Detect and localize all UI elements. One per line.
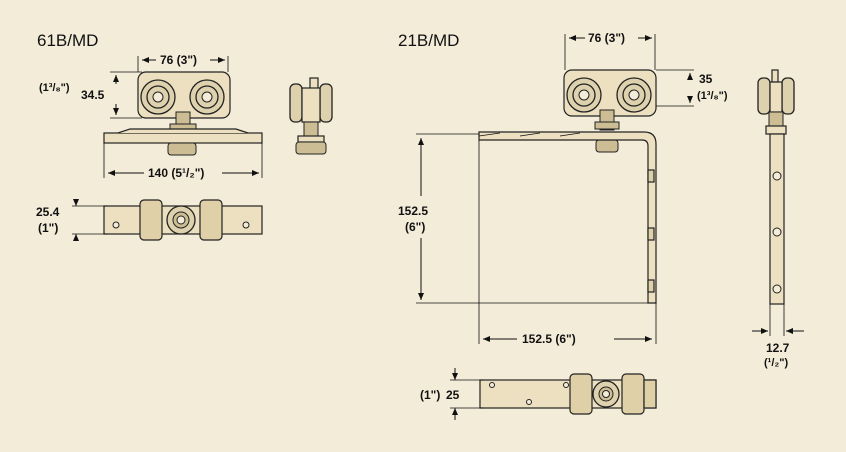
- plate-top-view-61b: [103, 199, 263, 241]
- wheel-icon: [189, 79, 225, 115]
- dim-plate-inch-21b: (1"): [420, 388, 440, 402]
- trolley-front-view-61b: [103, 71, 263, 156]
- dim-plate-21b: 25: [446, 388, 460, 402]
- dim-plate-inch-61b: (1"): [38, 221, 58, 235]
- dim-width-61b: 76 (3"): [160, 53, 197, 67]
- wheel-icon: [140, 79, 176, 115]
- plate-top-view-21b: [479, 373, 657, 415]
- dim-height-21b: 35: [699, 72, 713, 86]
- dim-thickness-21b: 12.7: [766, 341, 790, 355]
- dim-length-61b: 140 (5¹/₂"): [148, 166, 204, 180]
- dim-height-inch-21b: (1³/₈"): [697, 90, 728, 102]
- dim-horizontal-21b: 152.5 (6"): [522, 332, 576, 346]
- dim-width-21b: 76 (3"): [588, 31, 625, 45]
- wheel-icon: [616, 77, 652, 113]
- dim-height-61b: 34.5: [81, 88, 105, 102]
- wheel-icon: [566, 77, 602, 113]
- dim-height-inch-61b: (1³/₈"): [39, 82, 70, 94]
- dim-vertical-inch-21b: (6"): [405, 220, 425, 234]
- dim-plate-61b: 25.4: [36, 205, 60, 219]
- model-title-21b-md: 21B/MD: [398, 31, 459, 50]
- dim-thickness-inch-21b: (¹/₂"): [764, 357, 788, 369]
- dim-vertical-21b: 152.5: [398, 204, 428, 218]
- trolley-side-view-61b: [289, 77, 333, 155]
- l-bracket-front-view-21b: [478, 131, 657, 304]
- trolley-front-view-21b: [563, 69, 657, 153]
- bracket-side-view-21b: [757, 69, 795, 305]
- model-title-61b-md: 61B/MD: [37, 31, 98, 50]
